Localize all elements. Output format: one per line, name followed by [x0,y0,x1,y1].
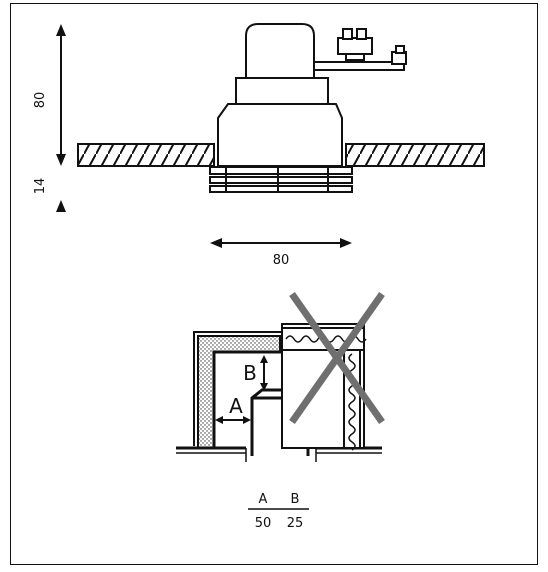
terminal-block [337,37,373,55]
top-fixture-drawing [77,23,485,193]
housing-main [217,103,343,167]
table-value-b: 25 [287,516,304,531]
table-header-b: B [291,492,300,507]
terminal-screw-1 [342,28,353,40]
height-dimension [56,24,66,212]
transformer-top [245,23,315,79]
label-b: B [243,361,257,385]
clearance-table: A B 50 25 [248,492,309,531]
terminal-base [345,54,365,61]
ceiling-right [345,143,485,167]
height-label: 80 [33,92,48,109]
diagram-frame [10,3,538,565]
mounting-bracket [313,61,405,71]
housing-upper [235,77,329,105]
clearance-drawing [176,323,382,462]
label-a: A [229,394,243,418]
recess-label: 14 [33,178,48,195]
terminal-screw-2 [356,28,367,40]
cross-mark [289,291,385,425]
wavy-insulation-side [348,353,356,451]
width-dimension [210,238,352,248]
table-header-a: A [259,492,268,507]
width-label: 80 [273,253,290,268]
table-value-a: 50 [255,516,272,531]
dimension-b [260,355,268,391]
dimension-a [215,416,251,424]
trim-ring-3 [209,185,353,193]
spring-clip-top [395,45,405,54]
trim-ring-1 [209,166,353,175]
trim-ring-2 [209,176,353,184]
ceiling-left [77,143,215,167]
